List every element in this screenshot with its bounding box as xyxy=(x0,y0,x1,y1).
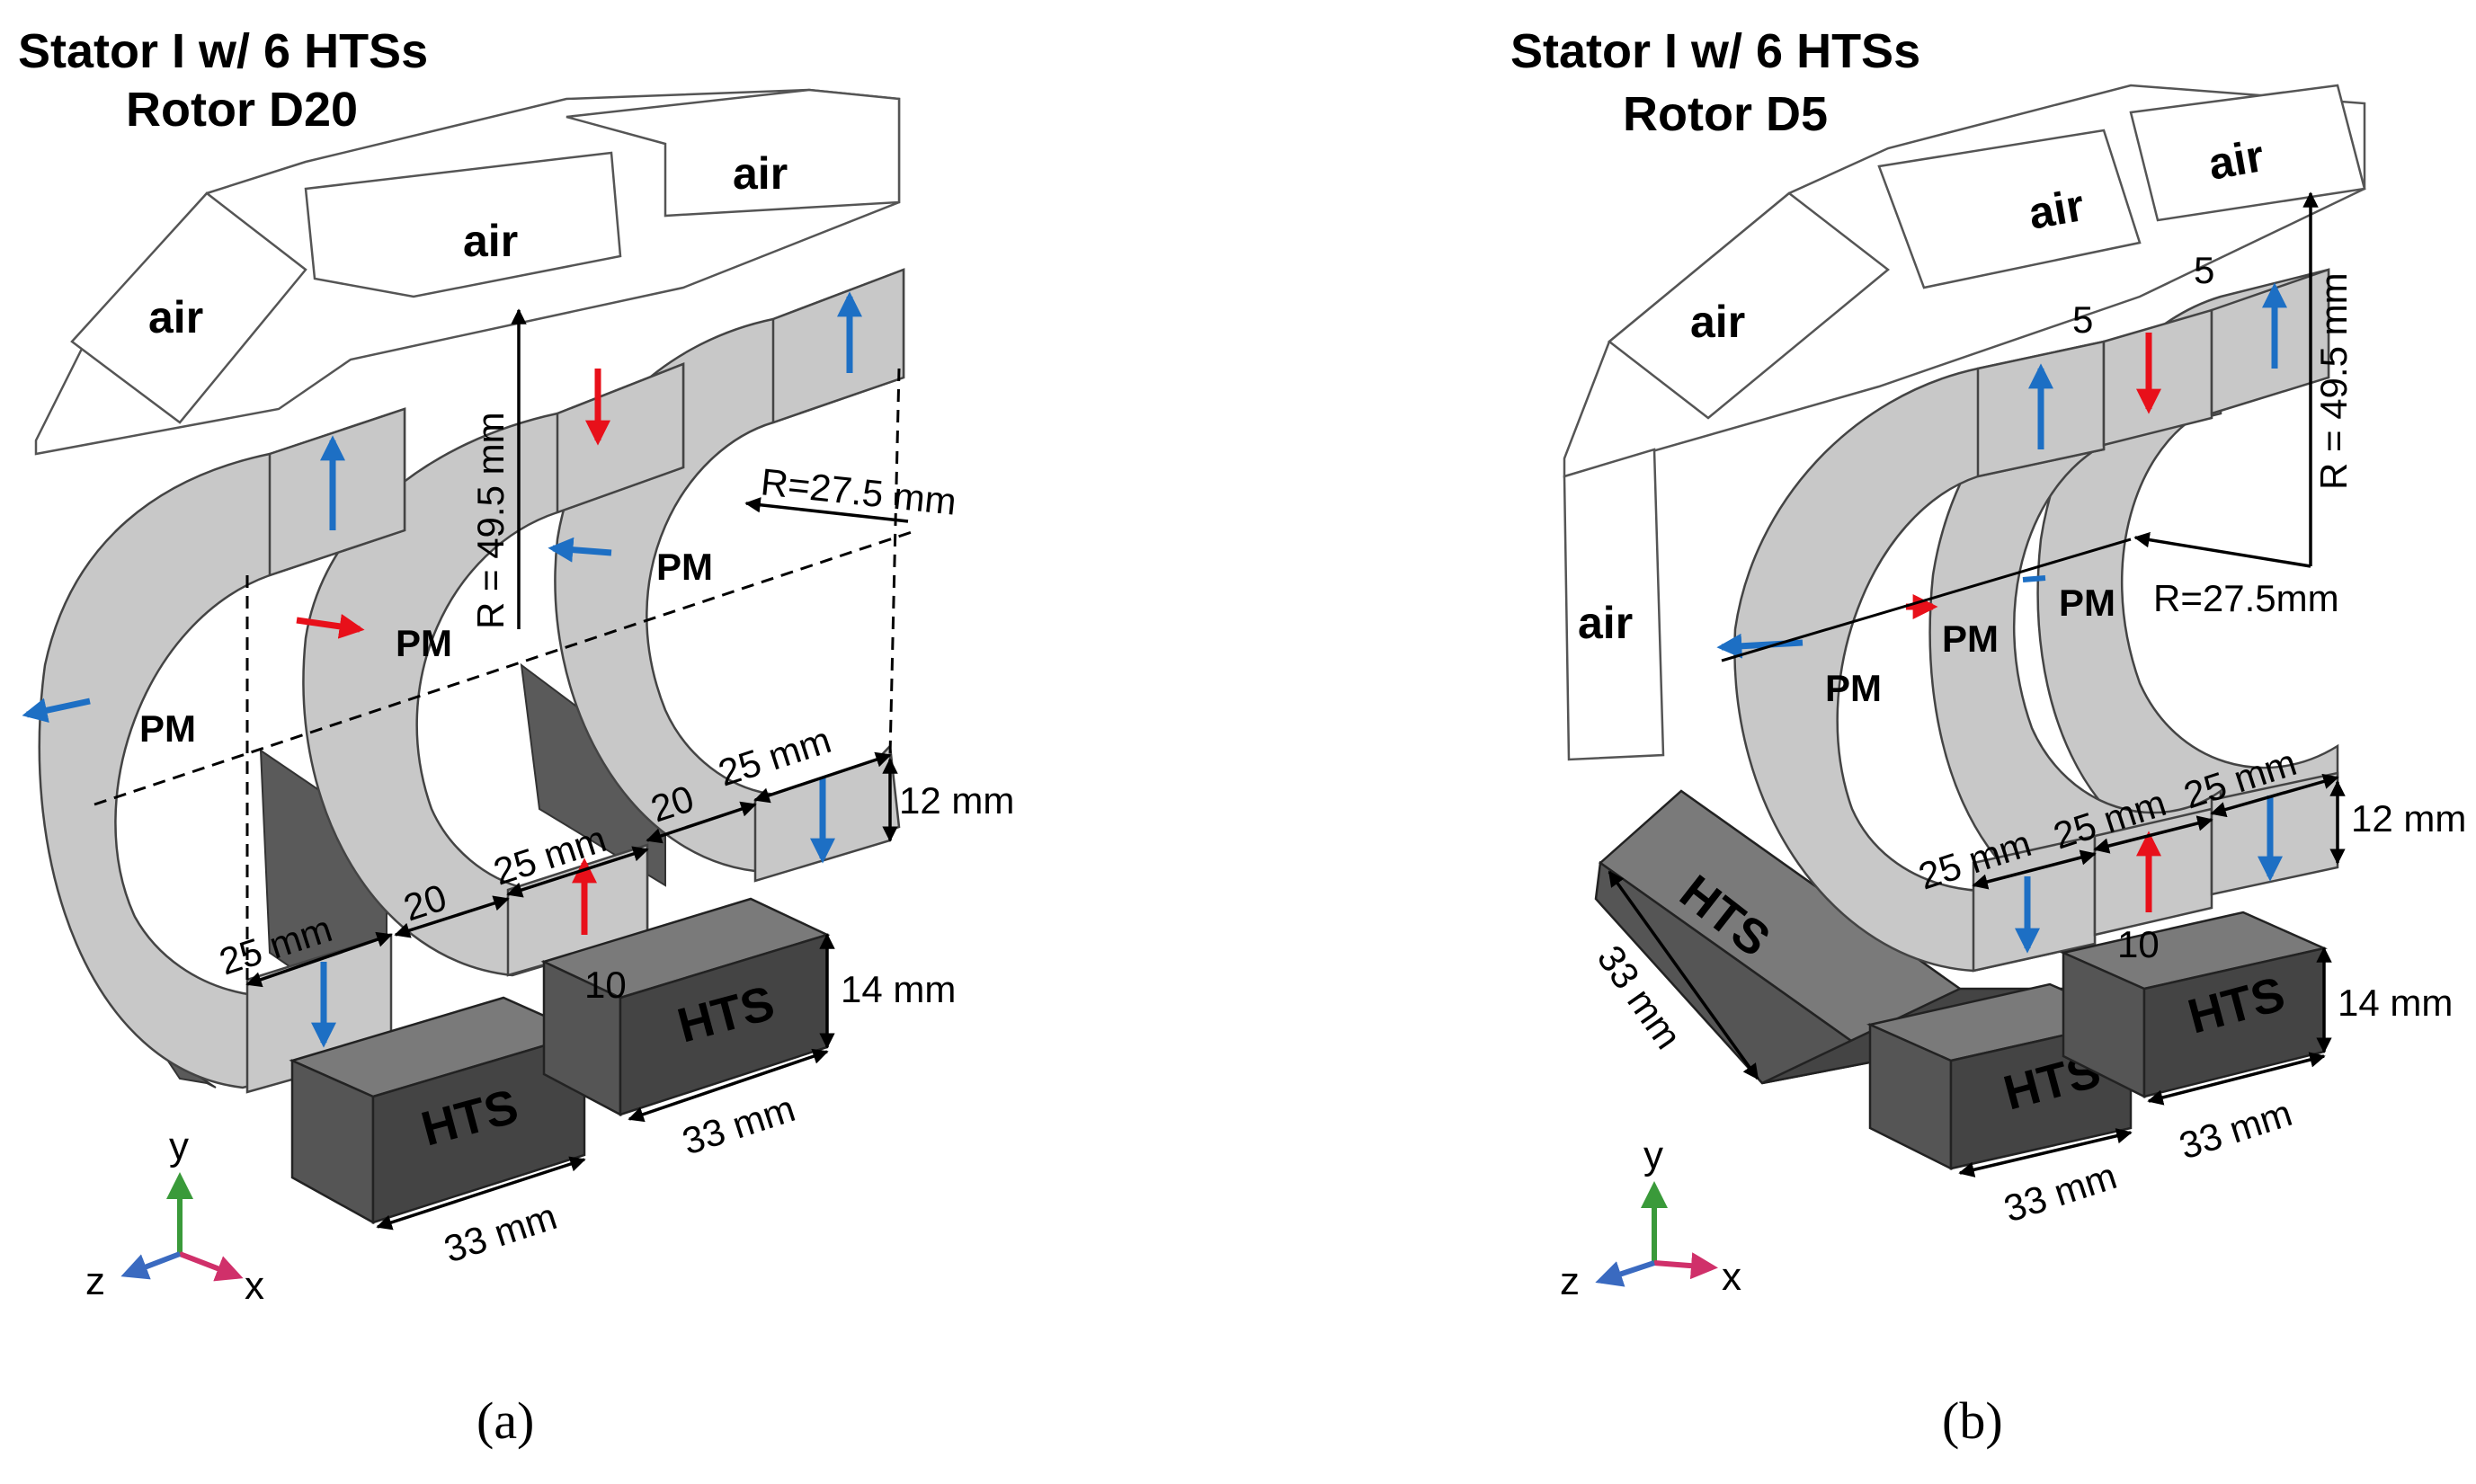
air-box-b-left xyxy=(1607,191,1891,420)
axis-z-label: z xyxy=(85,1259,105,1303)
air-box-right xyxy=(566,88,901,218)
dim-hts-len-2-label: 33 mm xyxy=(677,1087,800,1162)
dim-b-hts-height-label: 14 mm xyxy=(2338,982,2453,1024)
arrow-blue-left-3 xyxy=(548,537,612,563)
dim-gap-2-line xyxy=(646,801,757,844)
panel-b-caption: (b) xyxy=(1942,1391,2003,1450)
dim-hts-len-2-line xyxy=(628,1048,829,1123)
panel-a-air-region: air air air xyxy=(34,88,901,456)
pm-cap-2 xyxy=(556,362,685,514)
dim-b-radius-inner-line xyxy=(2133,531,2311,568)
panel-a-axis-triad: y x z xyxy=(85,1124,264,1308)
pm-label-b-2: PM xyxy=(1942,618,1999,660)
air-box-left xyxy=(70,191,307,424)
axis-x-arrow xyxy=(178,1251,244,1282)
dim-b-hts-len-1-line xyxy=(1608,870,1759,1080)
air-label-3: air xyxy=(733,148,788,199)
panel-b-title-line2: Rotor D5 xyxy=(1623,87,1828,141)
panel-b-title-line1: Stator I w/ 6 HTSs xyxy=(1510,24,1920,78)
axis-x-label: x xyxy=(245,1264,264,1308)
air-label-2: air xyxy=(463,216,518,266)
vertical-guide-3 xyxy=(888,368,901,756)
panel-a-title-line1: Stator I w/ 6 HTSs xyxy=(18,24,428,78)
dim-b-hts-len-3-label: 33 mm xyxy=(2174,1091,2297,1167)
dim-radius-inner-line xyxy=(744,497,909,523)
axis-z-arrow xyxy=(120,1251,182,1280)
air-label-b-4: air xyxy=(1578,598,1633,648)
air-label-b-1: air xyxy=(1690,297,1745,347)
air-box-b-right xyxy=(2129,84,2366,222)
pm-label-b-1: PM xyxy=(1825,667,1882,709)
dim-b-hts-gap-label: 10 xyxy=(2117,923,2160,965)
pm-label-2: PM xyxy=(396,622,452,664)
pm-label-1: PM xyxy=(139,707,196,750)
dim-b-width-1-line xyxy=(1972,849,2097,890)
dim-b-radius-inner-label: R=27.5mm xyxy=(2153,577,2339,619)
panel-a: Stator I w/ 6 HTSs Rotor D20 air air air xyxy=(18,24,1014,1450)
dim-b-thick-label: 12 mm xyxy=(2351,797,2466,840)
axis-b-z-arrow xyxy=(1595,1260,1655,1287)
panel-b-air-region: air air air air xyxy=(1563,84,2366,761)
dim-gap-1-line xyxy=(394,895,510,938)
dim-hts-len-1-label: 33 mm xyxy=(439,1195,562,1270)
dim-b-hts-len-3-line xyxy=(2147,1052,2326,1106)
axis-b-x-label: x xyxy=(1722,1255,1741,1299)
arrow-red-right-2 xyxy=(296,613,365,639)
dim-thick-label: 12 mm xyxy=(899,779,1014,822)
panel-a-title-line2: Rotor D20 xyxy=(126,83,358,137)
dim-b-center-line xyxy=(1721,538,2132,662)
air-label-1: air xyxy=(148,292,203,342)
pm-label-b-3: PM xyxy=(2059,582,2115,624)
pm-b-cap-2 xyxy=(2102,308,2213,447)
dim-b-gap-top-1: 5 xyxy=(2072,298,2093,341)
dim-b-hts-len-2-label: 33 mm xyxy=(1999,1154,2122,1230)
pm-b-cap-3 xyxy=(2210,268,2330,415)
pm-cap-3 xyxy=(771,268,905,424)
dim-hts-len-1-line xyxy=(376,1156,586,1231)
dim-b-gap-top-2: 5 xyxy=(2194,249,2214,291)
dim-hts-gap-label: 10 xyxy=(584,964,627,1006)
dim-width-1-line xyxy=(245,931,393,988)
dim-radius-inner-label: R=27.5 mm xyxy=(759,460,958,523)
pm-label-3: PM xyxy=(656,546,713,588)
air-box-b-mid xyxy=(1877,129,2142,289)
dim-radius-outer-label: R = 49.5 mm xyxy=(469,412,512,629)
air-label-b-3: air xyxy=(2204,130,2267,190)
arrow-blue-left-1 xyxy=(22,698,91,723)
air-box-mid xyxy=(304,151,622,298)
pm-cap-1 xyxy=(268,407,406,577)
axis-b-z-label: z xyxy=(1560,1259,1580,1303)
dim-b-radius-outer-label: R = 49.5 mm xyxy=(2312,272,2355,490)
axis-b-x-arrow xyxy=(1653,1252,1718,1280)
dim-b-hts-len-2-line xyxy=(1958,1128,2133,1177)
axis-y-label: y xyxy=(169,1124,189,1169)
air-label-b-2: air xyxy=(2025,180,2088,239)
dim-hts-height-label: 14 mm xyxy=(841,968,956,1010)
panel-a-caption: (a) xyxy=(476,1391,534,1450)
panel-b: Stator I w/ 6 HTSs Rotor D5 air air air … xyxy=(1510,24,2466,1450)
dim-b-width-3-line xyxy=(2210,773,2339,818)
arrow-b-blue-mark-3 xyxy=(2022,575,2046,582)
dim-width-2-line xyxy=(506,846,649,898)
dim-width-3-line xyxy=(753,751,892,804)
air-box-b-left-tall xyxy=(1563,448,1665,761)
panel-b-hts-small: HTS HTS xyxy=(1866,911,2328,1171)
arrow-b-blue-left-1 xyxy=(1716,633,1804,659)
panel-b-axis-triad: y x z xyxy=(1560,1133,1741,1303)
dim-b-width-2-line xyxy=(2093,815,2213,854)
axis-b-y-label: y xyxy=(1643,1133,1663,1177)
